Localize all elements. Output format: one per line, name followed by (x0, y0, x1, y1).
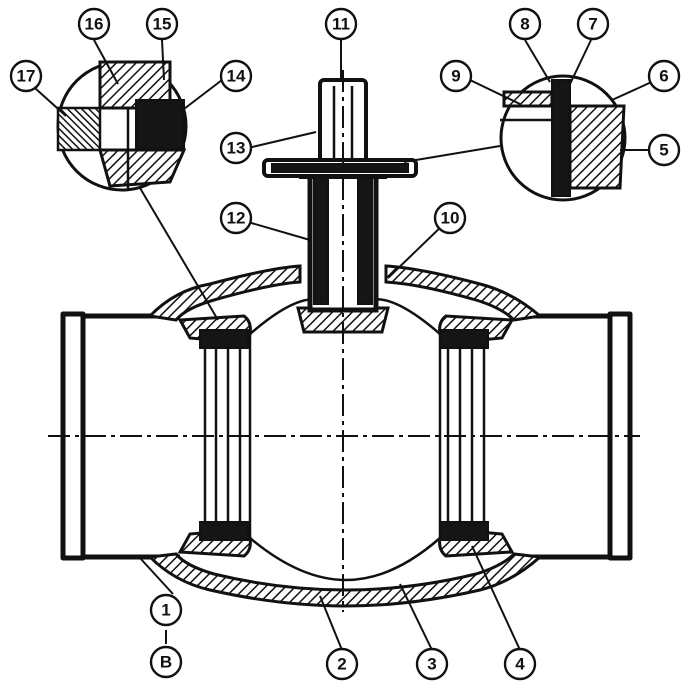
callout-15: 15 (145, 7, 179, 41)
callout-6: 6 (647, 59, 681, 93)
ball (248, 298, 442, 582)
callout-8: 8 (508, 7, 542, 41)
callout-3: 3 (415, 647, 449, 681)
callout-label: 10 (441, 209, 460, 228)
callout-13: 13 (219, 131, 253, 165)
callout-7: 7 (576, 7, 610, 41)
callout-2: 2 (325, 647, 359, 681)
callout-17: 17 (9, 59, 43, 93)
callout-5: 5 (647, 133, 681, 167)
callout-label: 8 (520, 15, 529, 34)
callout-label: 3 (427, 655, 436, 674)
callout-10: 10 (433, 201, 467, 235)
callout-label: 9 (451, 67, 460, 86)
callout-label: 14 (227, 67, 246, 86)
valve-body-shell (146, 264, 544, 608)
callout-label: B (160, 653, 172, 672)
callout-label: 6 (659, 67, 668, 86)
right-seat-lower (438, 521, 515, 558)
callout-label: 1 (161, 601, 170, 620)
callout-label: 2 (337, 655, 346, 674)
callout-label: 7 (588, 15, 597, 34)
leader-lines (25, 39, 657, 651)
callout-label: 17 (17, 67, 36, 86)
detail-view-right (499, 74, 627, 202)
callout-14: 14 (219, 59, 253, 93)
callout-4: 4 (503, 647, 537, 681)
left-seat-upper (177, 314, 252, 349)
callout-B: B (149, 645, 183, 679)
callout-label: 16 (85, 15, 104, 34)
callout-label: 11 (332, 15, 350, 34)
callout-12: 12 (219, 201, 253, 235)
stem-flange (262, 158, 418, 178)
callout-9: 9 (439, 59, 473, 93)
callout-label: 5 (659, 141, 668, 160)
callout-11: 11 (324, 7, 358, 41)
callout-label: 4 (515, 655, 525, 674)
centerlines (48, 70, 640, 612)
callout-label: 15 (153, 15, 172, 34)
callout-label: 12 (227, 209, 246, 228)
callout-16: 16 (77, 7, 111, 41)
detail-view-left (56, 60, 188, 192)
right-seat-upper (438, 314, 515, 349)
left-seat-lower (177, 521, 252, 558)
callout-1: 1 (149, 593, 183, 627)
callout-label: 13 (227, 139, 246, 158)
